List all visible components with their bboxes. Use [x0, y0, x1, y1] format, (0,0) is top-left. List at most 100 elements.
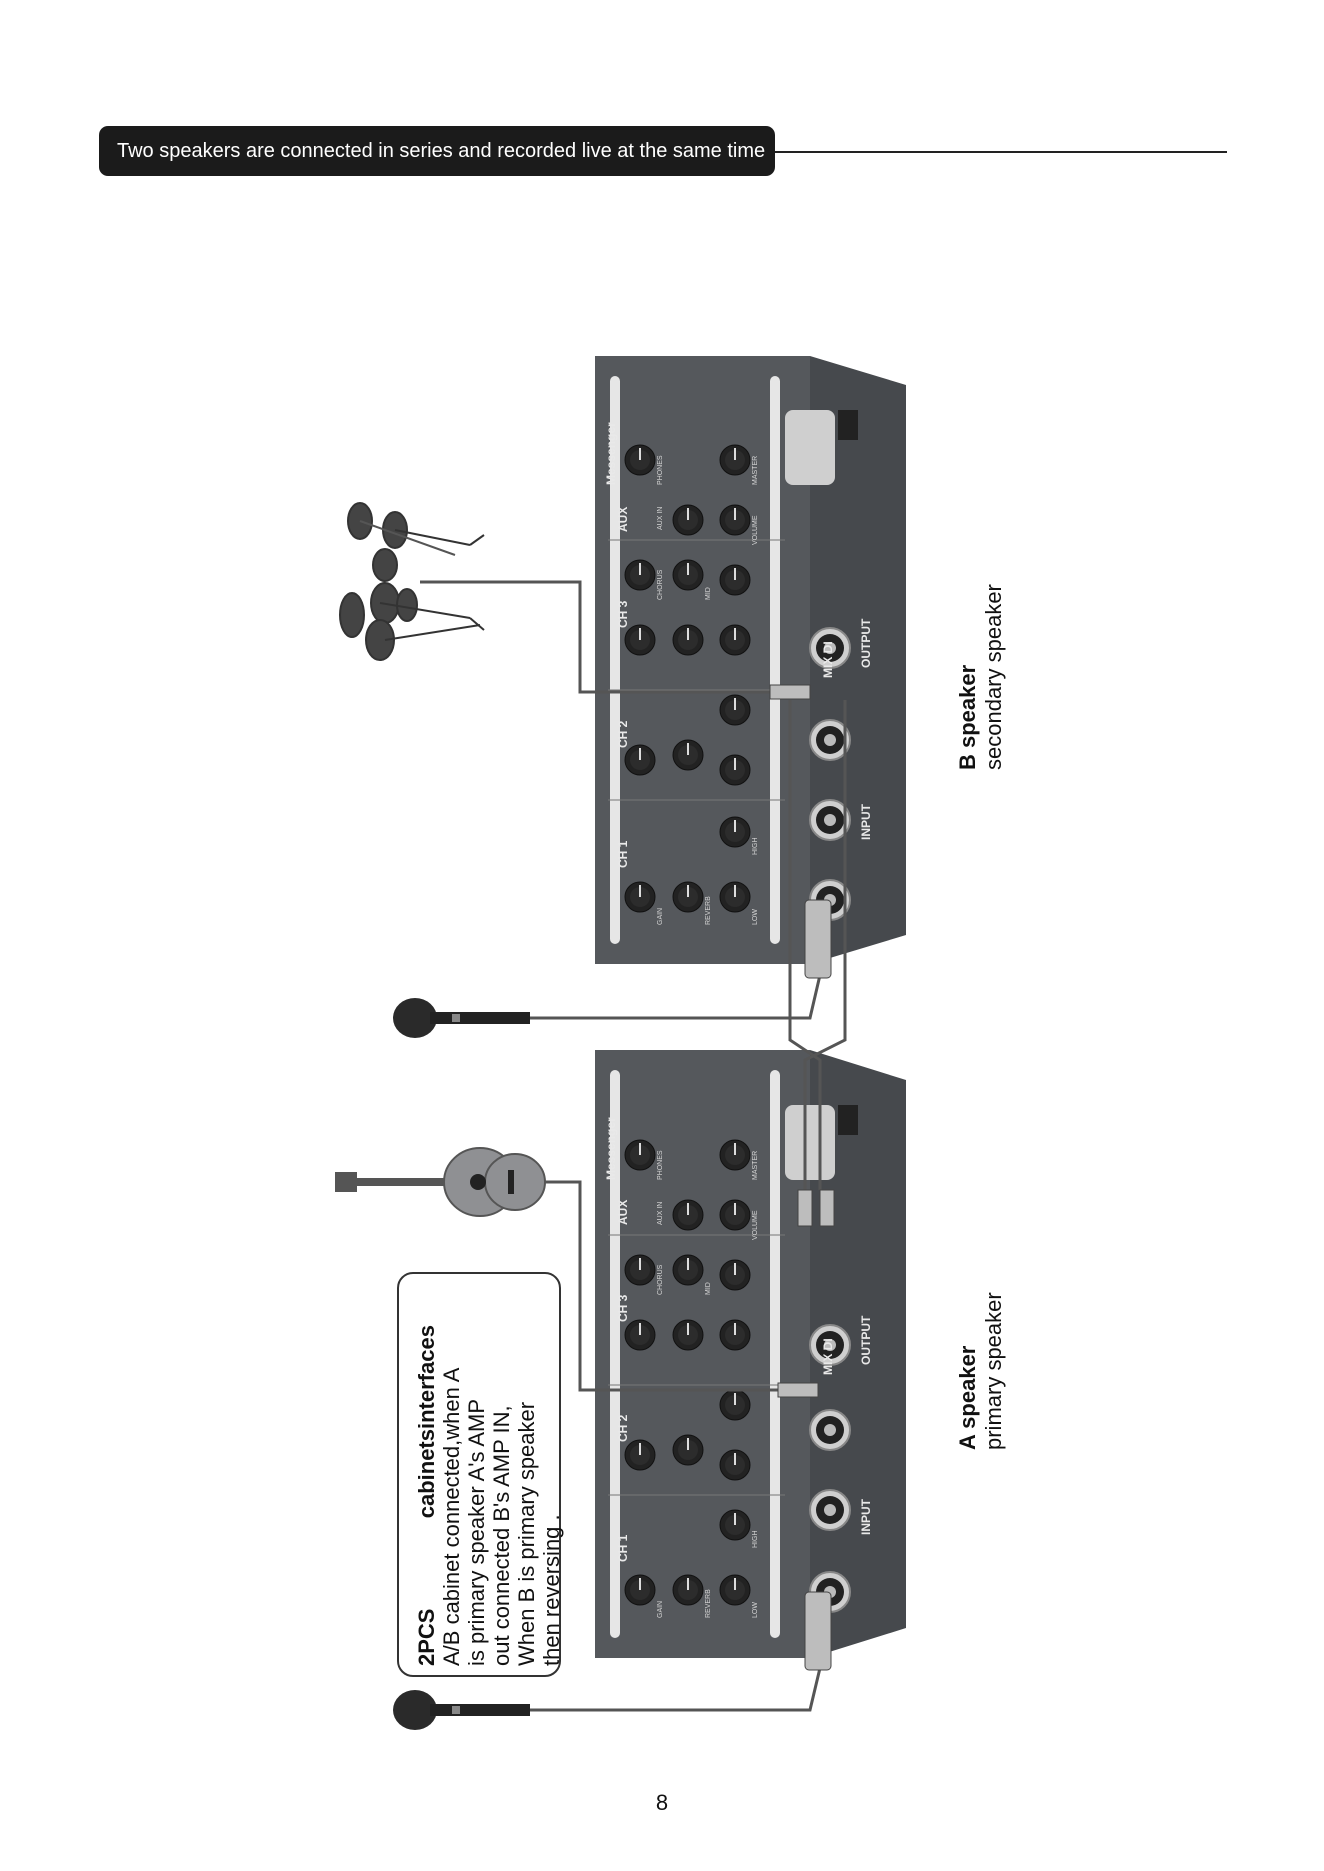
amp-b-ch1-gain-knob — [624, 881, 656, 913]
amp-a-ch2-gain-knob — [624, 1439, 656, 1471]
amp-a-ch1-high-knob — [719, 1509, 751, 1541]
amp-b-phones-knob — [624, 444, 656, 476]
note-line: then reversing . — [539, 1514, 564, 1666]
amp-b-handle — [610, 376, 620, 944]
microphone-b-icon — [393, 998, 530, 1038]
amp-b-ch3-mid-knob — [672, 559, 704, 591]
amp-b-ch2-label: CH 2 — [616, 720, 630, 748]
svg-text:PHONES: PHONES — [657, 455, 664, 485]
svg-text:MID: MID — [705, 1282, 712, 1295]
note-line: When B is primary speaker — [514, 1401, 539, 1666]
svg-text:PHONES: PHONES — [657, 1150, 664, 1180]
cable-a-out-to-b-in — [788, 700, 822, 1190]
page-number: 8 — [655, 1790, 669, 1815]
svg-text:AUX IN: AUX IN — [657, 1202, 664, 1225]
svg-text:MID: MID — [705, 587, 712, 600]
amp-a-ch3-mid-knob — [672, 1254, 704, 1286]
note-quantity: 2PCS — [414, 1608, 439, 1666]
amp-a-ch3-chorus-knob — [624, 1254, 656, 1286]
amp-a-aux-label: AUX — [616, 1200, 630, 1225]
svg-text:REVERB: REVERB — [705, 1589, 712, 1618]
amp-b-power-inlet — [785, 410, 835, 485]
amp-a-ch2-low-knob — [719, 1449, 751, 1481]
amp-b-ch1-reverb-knob — [672, 881, 704, 913]
amp-a-master-knob — [719, 1139, 751, 1171]
cable-drums-to-b — [420, 580, 800, 694]
amp-b-ch3-label: CH 3 — [616, 600, 630, 628]
amp-b-brand-label: Messenger — [604, 422, 618, 485]
section-title-bar: Two speakers are connected in series and… — [99, 126, 775, 176]
svg-text:HIGH: HIGH — [752, 1531, 759, 1549]
connection-note-box — [397, 1272, 561, 1677]
amp-b-ch1-label: CH 1 — [616, 840, 630, 868]
amp-a-ch3-reverb-knob — [672, 1319, 704, 1351]
microphone-a-icon — [393, 1690, 530, 1730]
plug-b-ch3 — [769, 684, 811, 700]
cable-mic-to-a — [530, 1667, 822, 1712]
amp-b-ch2-low-knob — [719, 754, 751, 786]
svg-text:CHORUS: CHORUS — [657, 569, 664, 600]
amp-b-input-label: INPUT — [859, 803, 873, 840]
svg-text:AUX IN: AUX IN — [657, 507, 664, 530]
speaker-b-role: secondary speaker — [981, 584, 1006, 770]
speaker-b-label: B speaker secondary speaker — [955, 584, 1007, 770]
note-line: is primary speaker A's AMP — [464, 1398, 489, 1666]
speaker-a-role: primary speaker — [981, 1292, 1006, 1450]
svg-text:CHORUS: CHORUS — [657, 1264, 664, 1295]
note-line: out connected B's AMP IN, — [489, 1405, 514, 1666]
amp-a-ch3-input-jack — [809, 1409, 851, 1451]
svg-text:LOW: LOW — [752, 1602, 759, 1618]
amp-a-ch3-high-knob — [719, 1259, 751, 1291]
svg-text:VOLUME: VOLUME — [752, 515, 759, 545]
amp-a-ch1-gain-knob — [624, 1574, 656, 1606]
amp-b-ch3-gain-knob — [624, 624, 656, 656]
amp-a-ch3-low-knob — [719, 1319, 751, 1351]
plug-a-ch3 — [777, 1382, 819, 1398]
amp-a-ch2-high-knob — [719, 1389, 751, 1421]
svg-text:VOLUME: VOLUME — [752, 1210, 759, 1240]
connection-note: 2PCS cabinetsinterfaces A/B cabinet conn… — [414, 1325, 564, 1666]
svg-text:GAIN: GAIN — [657, 1601, 664, 1618]
amp-a-mix-di-label: MIX DI — [821, 1338, 835, 1375]
note-heading: cabinetsinterfaces — [414, 1325, 439, 1519]
amp-a-output-label: OUTPUT — [859, 1315, 873, 1365]
amp-b-power-switch — [838, 410, 858, 440]
amp-b: Messenger CH 1 CH 2 CH 3 AUX INPUT OUTPU… — [595, 356, 906, 964]
amp-b-ch3-high-knob — [719, 564, 751, 596]
amp-b-ch1-low-knob — [719, 881, 751, 913]
amp-b-output-label: OUTPUT — [859, 618, 873, 668]
amp-a-ch1-low-knob — [719, 1574, 751, 1606]
amp-a-power-switch — [838, 1105, 858, 1135]
speaker-a-label: A speaker primary speaker — [955, 1292, 1007, 1450]
amp-a-aux-knob — [672, 1199, 704, 1231]
amp-a-brand-label: Messenger — [604, 1117, 618, 1180]
amp-b-master-knob — [719, 444, 751, 476]
amp-b-ch1-high-knob — [719, 816, 751, 848]
amp-a-ch3-label: CH 3 — [616, 1294, 630, 1322]
svg-text:REVERB: REVERB — [705, 896, 712, 925]
amp-a: Messenger CH 1 CH 2 CH 3 AUX INPUT OUTPU… — [595, 1050, 906, 1658]
cables — [420, 580, 847, 1712]
note-line: A/B cabinet connected,when A — [439, 1367, 464, 1666]
amp-b-aux-label: AUX — [616, 507, 630, 532]
amp-a-ch2-input-jack — [809, 1489, 851, 1531]
amp-a-phones-knob — [624, 1139, 656, 1171]
amp-b-aux-knob — [672, 504, 704, 536]
amp-b-ch3-chorus-knob — [624, 559, 656, 591]
svg-text:HIGH: HIGH — [752, 838, 759, 856]
amp-b-ch2-gain-knob — [624, 744, 656, 776]
cable-guitar-to-a — [530, 1180, 800, 1392]
speaker-b-name: B speaker — [955, 664, 980, 770]
svg-text:MASTER: MASTER — [752, 1151, 759, 1180]
svg-text:MASTER: MASTER — [752, 456, 759, 485]
acoustic-guitar-icon — [335, 1147, 546, 1217]
amp-b-mix-di-label: MIX DI — [821, 641, 835, 678]
section-title: Two speakers are connected in series and… — [117, 140, 766, 162]
svg-text:LOW: LOW — [752, 909, 759, 925]
drum-kit-icon — [339, 502, 485, 661]
amp-a-volume-knob — [719, 1199, 751, 1231]
cable-b-link — [803, 700, 847, 1190]
amp-b-ch2-reverb-knob — [672, 739, 704, 771]
amp-b-ch3-reverb-knob — [672, 624, 704, 656]
